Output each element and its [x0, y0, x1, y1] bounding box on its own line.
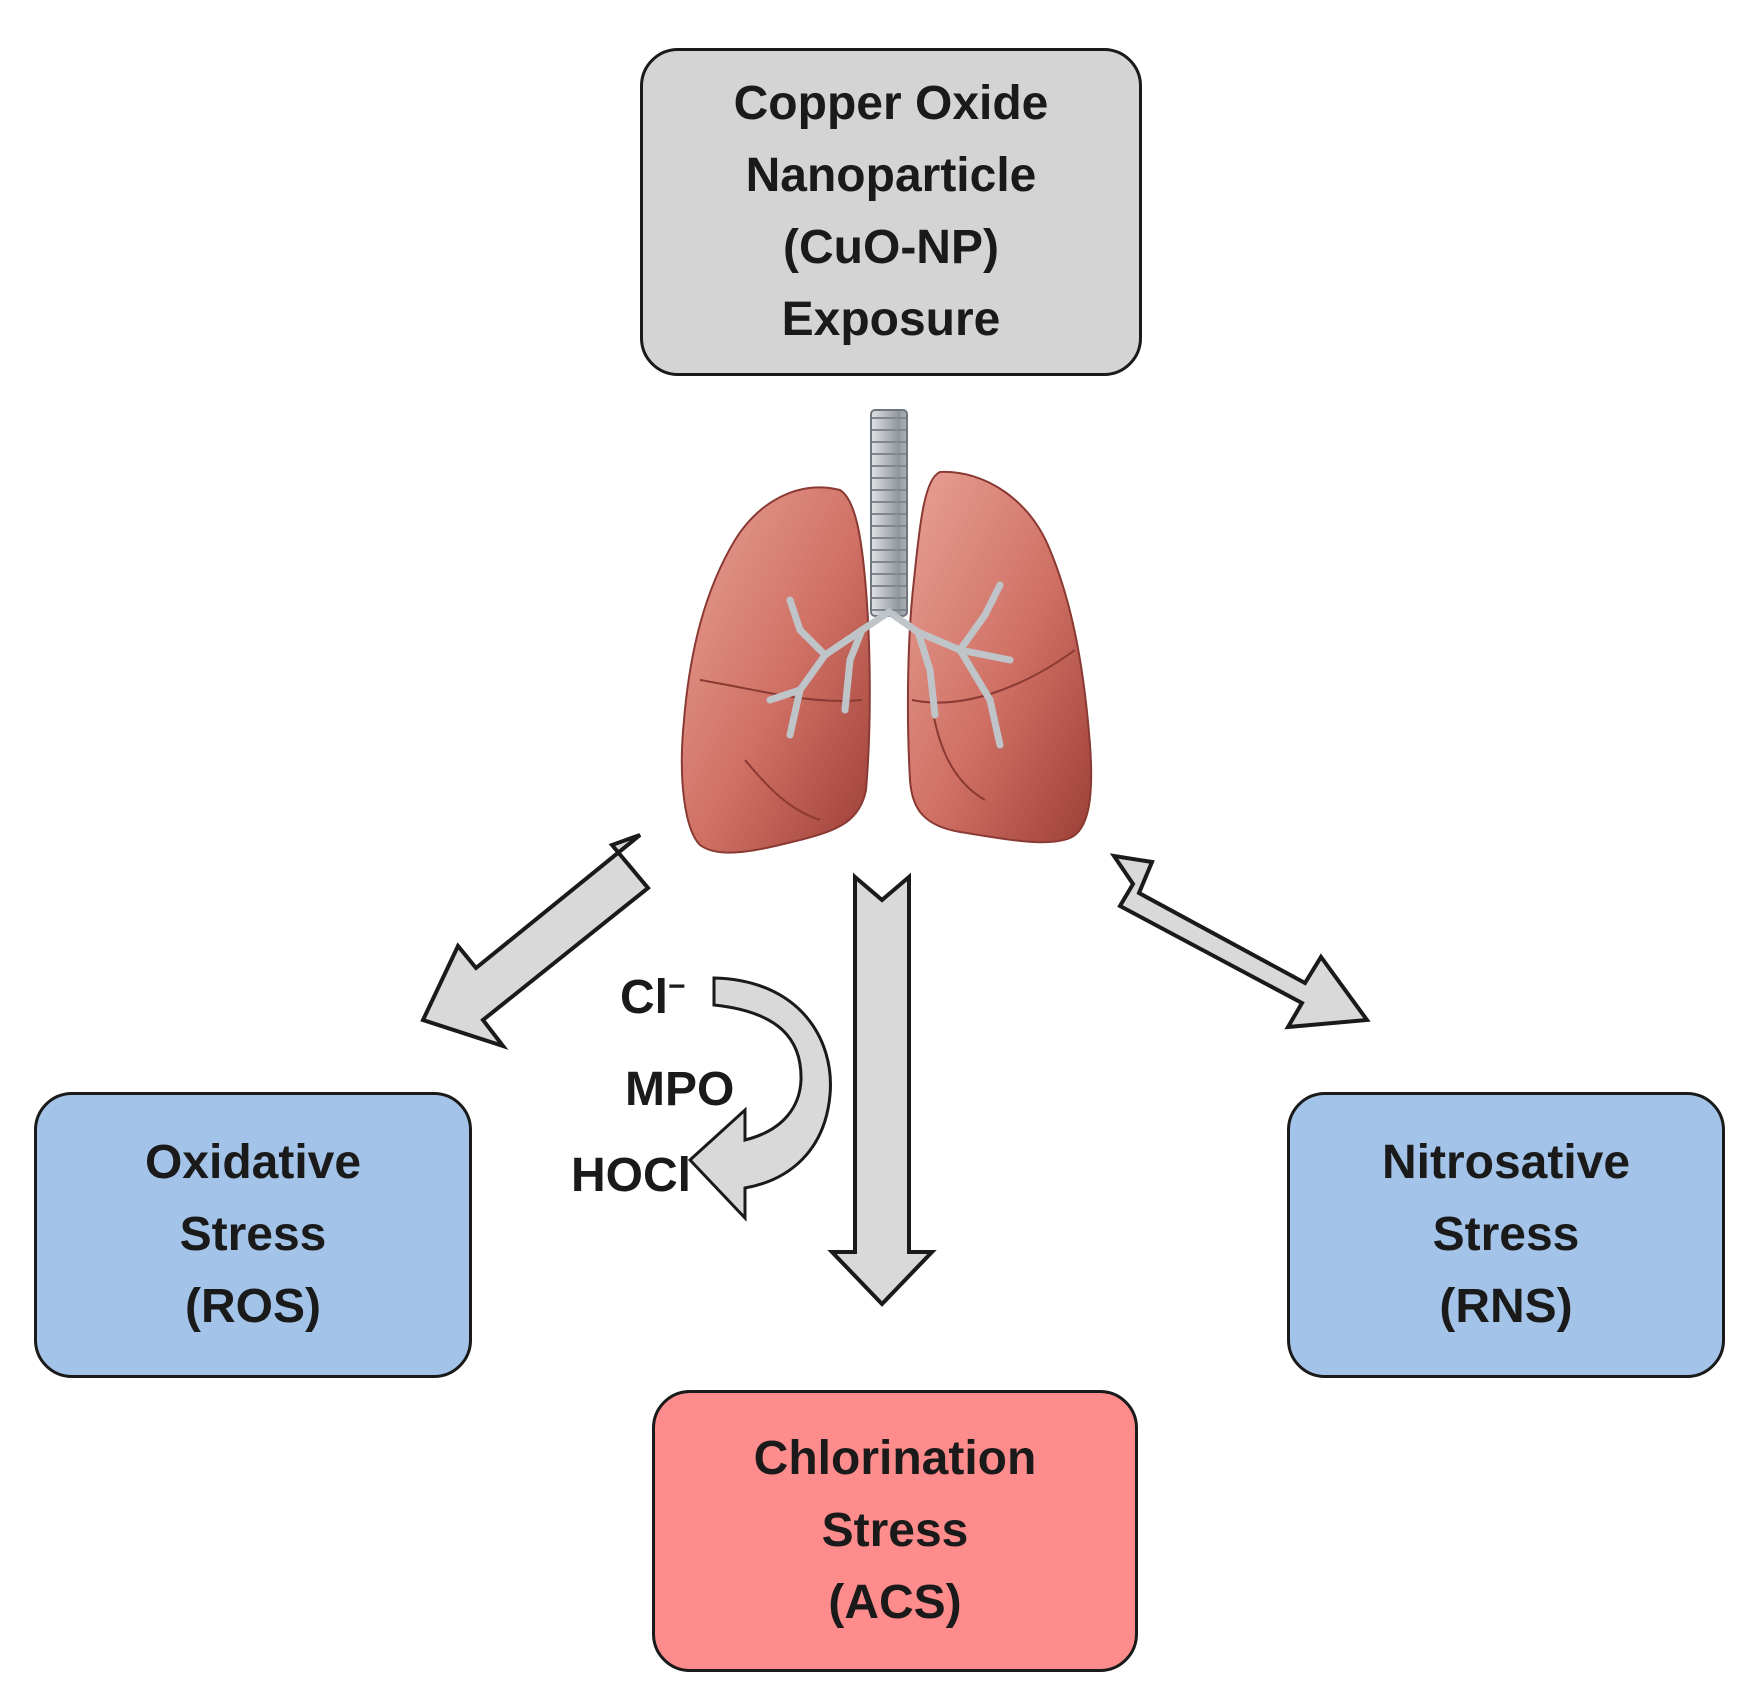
- box-line: (ROS): [185, 1280, 321, 1333]
- box-line: (CuO-NP): [783, 221, 999, 274]
- nitrosative-stress-box: Nitrosative Stress (RNS): [1287, 1092, 1725, 1378]
- arrow-left-down-icon: [420, 833, 651, 1050]
- cuo-np-exposure-box: Copper Oxide Nanoparticle (CuO-NP) Expos…: [640, 48, 1142, 376]
- box-line: Nanoparticle: [745, 149, 1037, 202]
- box-line: Stress: [1432, 1208, 1580, 1261]
- arrow-down-icon: [827, 872, 937, 1307]
- trachea: [870, 409, 908, 617]
- mpo-label: MPO: [625, 1063, 735, 1116]
- box-line: (RNS): [1439, 1280, 1573, 1333]
- chloride-charge: −: [668, 970, 686, 1003]
- arrow-right-down-icon: [1109, 853, 1371, 1030]
- chlorination-stress-box: Chlorination Stress (ACS): [652, 1390, 1138, 1672]
- curved-arrow-icon: [687, 976, 832, 1222]
- left-lung: [680, 486, 871, 854]
- box-line: Chlorination: [753, 1432, 1037, 1485]
- hocl-label: HOCl: [571, 1149, 691, 1202]
- chloride-symbol: Cl: [620, 971, 668, 1024]
- chloride-label: Cl−: [620, 970, 686, 1025]
- oxidative-stress-box: Oxidative Stress (ROS): [34, 1092, 472, 1378]
- box-line: Oxidative: [144, 1136, 362, 1189]
- box-line: (ACS): [828, 1576, 962, 1629]
- lungs-icon: [680, 409, 1093, 854]
- box-line: Exposure: [781, 293, 1001, 346]
- box-line: Stress: [179, 1208, 327, 1261]
- box-line: Copper Oxide: [733, 77, 1049, 130]
- bronchial-tree: [766, 581, 1014, 749]
- box-line: Nitrosative: [1381, 1136, 1631, 1189]
- box-line: Stress: [821, 1504, 969, 1557]
- lobe-line: [911, 649, 1076, 704]
- lobe-line: [744, 759, 821, 821]
